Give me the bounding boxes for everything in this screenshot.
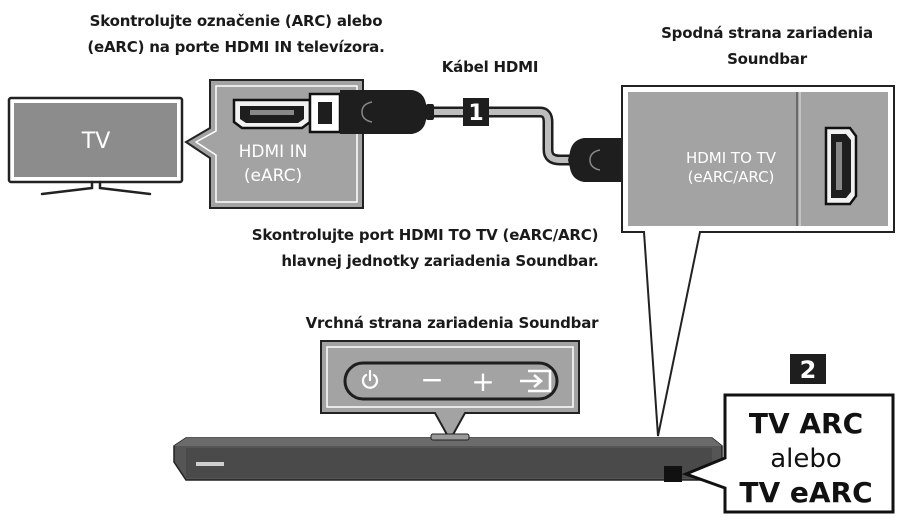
tv-illustration: TV [7, 96, 184, 196]
step-2-label: 2 [800, 356, 817, 384]
soundbar-bottom-callout: HDMI TO TV (eARC/ARC) [621, 85, 895, 437]
hdmi-plug-tv-side [308, 90, 434, 134]
tv-label: TV [81, 129, 111, 154]
caption-main-port-line2: hlavnej jednotky zariadenia Soundbar. [281, 252, 598, 270]
volume-up-icon: + [471, 365, 494, 398]
caption-bottom-side-line2: Soundbar [727, 50, 808, 68]
soundbar-port-label-line2: (eARC/ARC) [688, 168, 775, 186]
display-text-tv-arc: TV ARC [749, 407, 863, 440]
soundbar [173, 433, 723, 482]
step-1-label: 1 [468, 101, 483, 126]
soundbar-port-label-line1: HDMI TO TV [686, 149, 777, 167]
top-panel-callout: − + [320, 340, 580, 443]
power-icon [361, 369, 379, 389]
display-callout: TV ARC alebo TV eARC [681, 393, 895, 514]
step-1-badge: 1 [463, 98, 489, 126]
caption-top-side: Vrchná strana zariadenia Soundbar [306, 314, 599, 332]
caption-tv-port-line1: Skontrolujte označenie (ARC) alebo [90, 12, 383, 30]
caption-cable: Kábel HDMI [442, 58, 539, 76]
caption-bottom-side-line1: Spodná strana zariadenia [661, 24, 873, 42]
display-text-alebo: alebo [770, 444, 842, 474]
caption-tv-port-line2: (eARC) na porte HDMI IN televízora. [87, 38, 384, 56]
source-icon [520, 369, 552, 393]
volume-down-icon: − [420, 363, 443, 396]
step-2-badge: 2 [790, 354, 826, 384]
display-text-tv-earc: TV eARC [739, 476, 872, 509]
caption-main-port-line1: Skontrolujte port HDMI TO TV (eARC/ARC) [252, 226, 599, 244]
hdmi-to-tv-port [824, 126, 858, 206]
tv-port-label-line1: HDMI IN [239, 142, 308, 162]
tv-port-label-line2: (eARC) [244, 166, 302, 186]
hdmi-in-port [232, 98, 312, 130]
